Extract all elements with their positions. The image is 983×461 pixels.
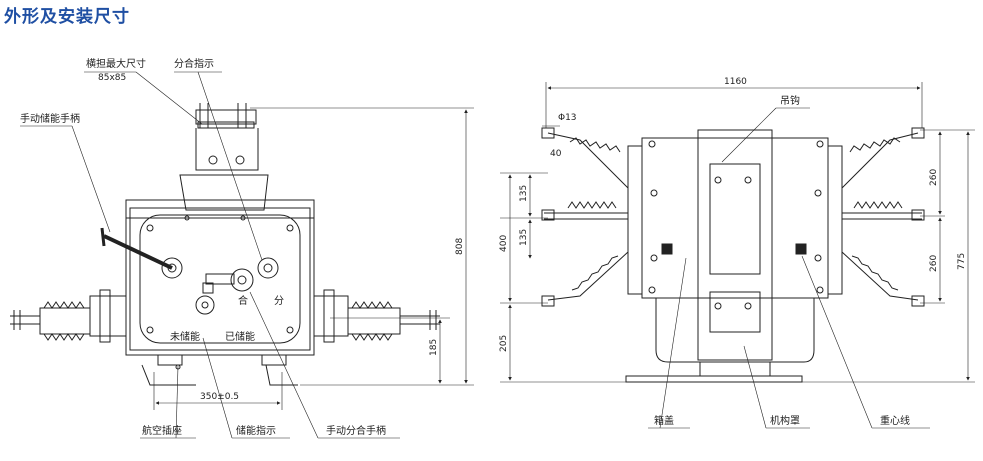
dim-205: 205 xyxy=(499,335,509,352)
mechanism-column xyxy=(697,129,773,361)
dim-185: 185 xyxy=(429,339,439,356)
dim-260-a: 260 xyxy=(929,169,939,186)
dim-808: 808 xyxy=(455,238,465,255)
crossarm-label: 横担最大尺寸 xyxy=(86,57,146,70)
open-label: 分 xyxy=(274,295,284,307)
dim-775: 775 xyxy=(957,253,967,270)
dim-135-a: 135 xyxy=(519,185,529,202)
manual-open-close-handle-label: 手动分合手柄 xyxy=(326,424,386,437)
dim-260-b: 260 xyxy=(929,255,939,272)
storage-handle-bar xyxy=(103,234,173,270)
left-leaders xyxy=(20,71,400,439)
close-label: 合 xyxy=(238,294,248,307)
dim-350: 350±0.5 xyxy=(200,392,239,402)
right-bushing xyxy=(313,289,440,343)
main-body xyxy=(125,199,315,356)
top-bracket xyxy=(179,103,269,211)
left-view-text: 横担最大尺寸 85x85 分合指示 手动储能手柄 未储能 已储能 合 分 航空插… xyxy=(20,57,465,437)
hook-label: 吊钩 xyxy=(780,95,800,107)
left-bushing xyxy=(10,289,127,343)
crossarm-size: 85x85 xyxy=(98,73,126,83)
dim-400: 400 xyxy=(499,235,509,252)
storage-indicator-label: 储能指示 xyxy=(236,424,276,437)
manual-storage-handle-label: 手动储能手柄 xyxy=(20,112,80,125)
base-feet xyxy=(141,354,298,386)
flange-bolts xyxy=(627,140,843,310)
hole-label: Φ13 xyxy=(558,113,577,123)
right-view xyxy=(500,82,975,429)
aviation-socket-label: 航空插座 xyxy=(142,424,182,437)
dim-1160: 1160 xyxy=(724,77,747,87)
mechanism-cover-label: 机构罩 xyxy=(770,414,800,427)
not-stored-label: 未储能 xyxy=(170,330,200,343)
right-view-right-bushings xyxy=(841,127,925,307)
hole-offset-label: 40 xyxy=(550,149,562,159)
right-dims xyxy=(500,82,975,429)
indicators xyxy=(161,257,279,315)
left-view xyxy=(10,71,474,439)
open-close-indicator-label: 分合指示 xyxy=(174,57,214,70)
base-plate xyxy=(625,375,803,383)
stored-label: 已储能 xyxy=(225,330,255,343)
right-view-left-bushings xyxy=(541,127,629,307)
dim-135-b: 135 xyxy=(519,229,529,246)
page-title: 外形及安装尺寸 xyxy=(4,7,130,27)
box-cover-label: 箱盖 xyxy=(654,414,674,427)
center-line-label: 重心线 xyxy=(880,414,910,427)
right-view-text: 1160 吊钩 Φ13 40 135 135 400 205 260 260 7… xyxy=(499,77,967,427)
